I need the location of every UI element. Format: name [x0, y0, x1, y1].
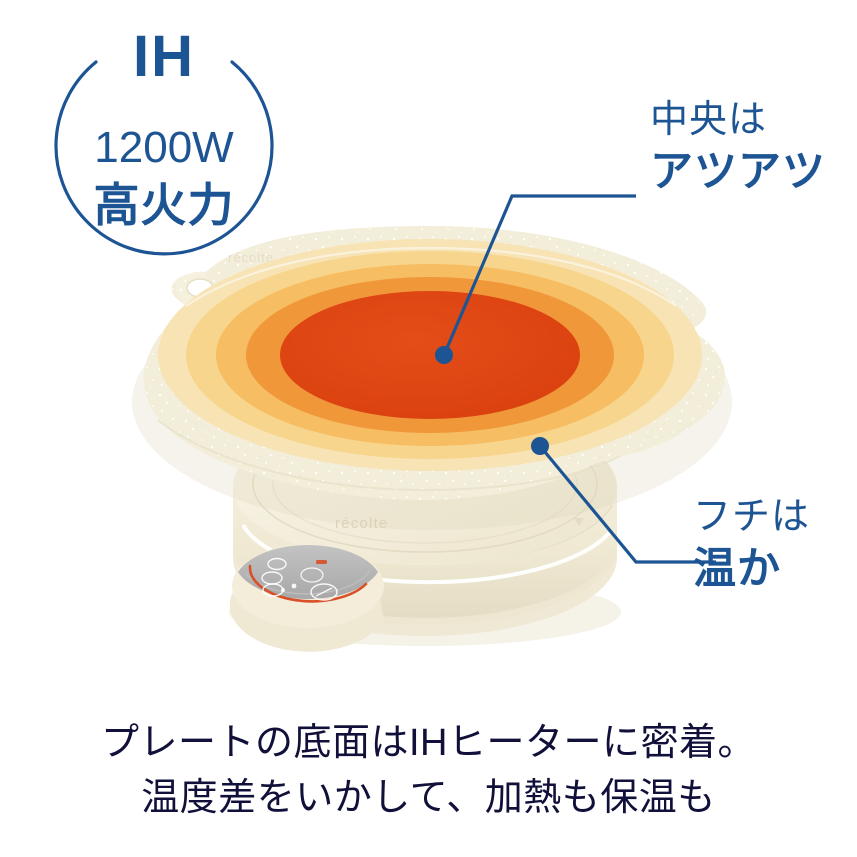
leader-line-center [442, 194, 636, 356]
caption-line-2: 温度差をいかして、加熱も保温も [141, 777, 716, 820]
ih-badge-circle [54, 60, 274, 256]
power-button [310, 583, 338, 601]
cooking-plate: récolte [132, 226, 732, 530]
leader-dots [435, 346, 549, 455]
leader-lines [442, 194, 716, 564]
caption-line-1: プレートの底面はIHヒーターに密着。 [100, 722, 756, 764]
bottom-caption: プレートの底面はIHヒーターに密着。 温度差をいかして、加熱も保温も [0, 716, 857, 827]
leader-line-rim [538, 444, 716, 564]
led-2 [281, 588, 285, 592]
led-1 [291, 583, 297, 589]
temp-indicator [316, 560, 327, 564]
callout-rim-bottom-text: 温か [693, 544, 781, 593]
dial-readout [300, 567, 324, 583]
plate-front-edge [157, 419, 621, 492]
heat-ring-map [158, 239, 702, 471]
plate-rim-highlight [185, 246, 677, 307]
control-arc-indicator [248, 564, 368, 603]
callout-rim: フチは 温か [693, 495, 810, 595]
callout-center-top-text: 中央は [650, 99, 768, 141]
ih-circle-arc [54, 60, 274, 256]
plate-brand-mark: récolte [228, 250, 274, 265]
power-button-slash [315, 587, 333, 597]
control-button-1 [267, 557, 287, 571]
heat-ring-core [280, 291, 580, 419]
control-pedestal [229, 568, 384, 652]
hotspot-dot-center [435, 346, 453, 364]
base-brand-mark: récolte [335, 515, 388, 532]
hotspot-dot-rim [531, 437, 549, 455]
base-alignment-marker [574, 518, 584, 526]
control-buttons [261, 557, 338, 601]
callout-rim-top-text: フチは [693, 496, 811, 538]
callout-center: 中央は アツアツ [650, 98, 826, 198]
callout-center-bottom-text: アツアツ [650, 147, 826, 196]
